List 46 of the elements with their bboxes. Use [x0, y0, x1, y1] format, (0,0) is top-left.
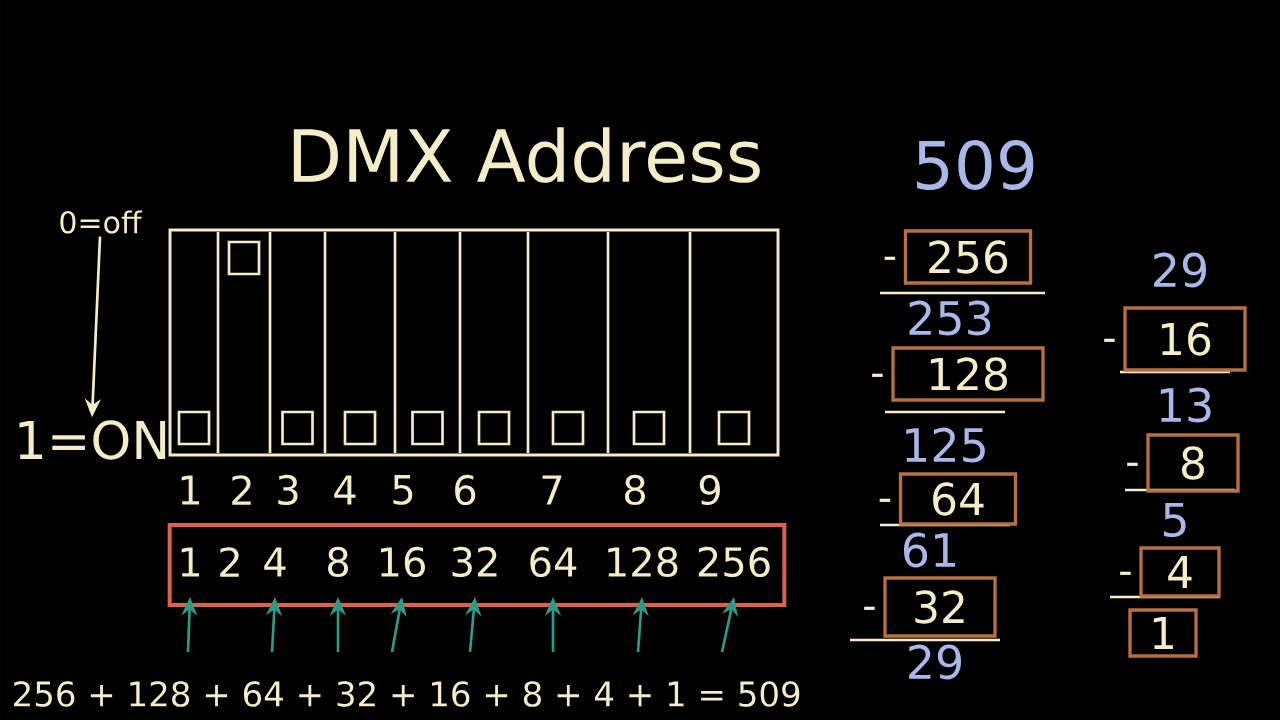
boxed-number: 128 [891, 346, 1045, 402]
minus-sign: - [1104, 338, 1115, 342]
place-value: 256 [698, 546, 770, 578]
boxed-number: 4 [1139, 546, 1221, 598]
minus-sign: - [884, 256, 896, 260]
handwritten-number: 4 [334, 475, 356, 505]
handwritten-number: 2 [232, 475, 251, 505]
handwritten-number: 5 [1163, 502, 1186, 538]
handwritten-number: 29 [1154, 252, 1207, 288]
boxed-number: 16 [1123, 306, 1247, 372]
boxed-number: 8 [1146, 433, 1240, 493]
handwritten-number: 5 [393, 475, 413, 505]
handwritten-number: 29 [909, 644, 962, 680]
handwritten-number: 8 [625, 474, 645, 506]
handwritten-label: 1=ON [19, 420, 166, 460]
handwritten-number: 3 [278, 474, 298, 506]
place-value: 2 [220, 547, 239, 577]
minus-sign: - [1120, 571, 1131, 575]
minus-sign: - [879, 498, 891, 502]
boxed-number: 64 [898, 472, 1018, 526]
handwritten-number: 13 [1160, 387, 1211, 423]
handwritten-number: 9 [699, 474, 720, 506]
place-value: 64 [530, 546, 577, 578]
handwritten-number: 61 [903, 532, 956, 568]
place-value: 1 [181, 547, 200, 577]
place-value: 32 [452, 546, 497, 578]
boxed-number: 32 [883, 576, 997, 638]
handwritten-number: 7 [542, 475, 562, 505]
minus-sign: - [872, 373, 883, 377]
boxed-number: 1 [1128, 608, 1198, 658]
handwritten-number: 125 [906, 427, 985, 463]
minus-sign: - [864, 606, 875, 610]
handwritten-number: 256 + 128 + 64 + 32 + 16 + 8 + 4 + 1 = 509 [14, 681, 800, 707]
title: DMX Address [293, 127, 760, 183]
place-value: 4 [264, 547, 286, 577]
handwritten-number: 253 [909, 300, 991, 336]
place-value: 128 [608, 546, 678, 578]
handwritten-label: 0=off [60, 210, 143, 234]
boxed-number: 256 [903, 229, 1033, 285]
handwritten-number: 509 [917, 140, 1034, 190]
handwritten-number: 1 [181, 475, 200, 505]
handwritten-number: 6 [455, 474, 476, 506]
value-frame [167, 523, 787, 607]
minus-sign: - [1127, 462, 1138, 466]
place-value: 8 [328, 546, 348, 578]
place-value: 16 [380, 546, 425, 578]
